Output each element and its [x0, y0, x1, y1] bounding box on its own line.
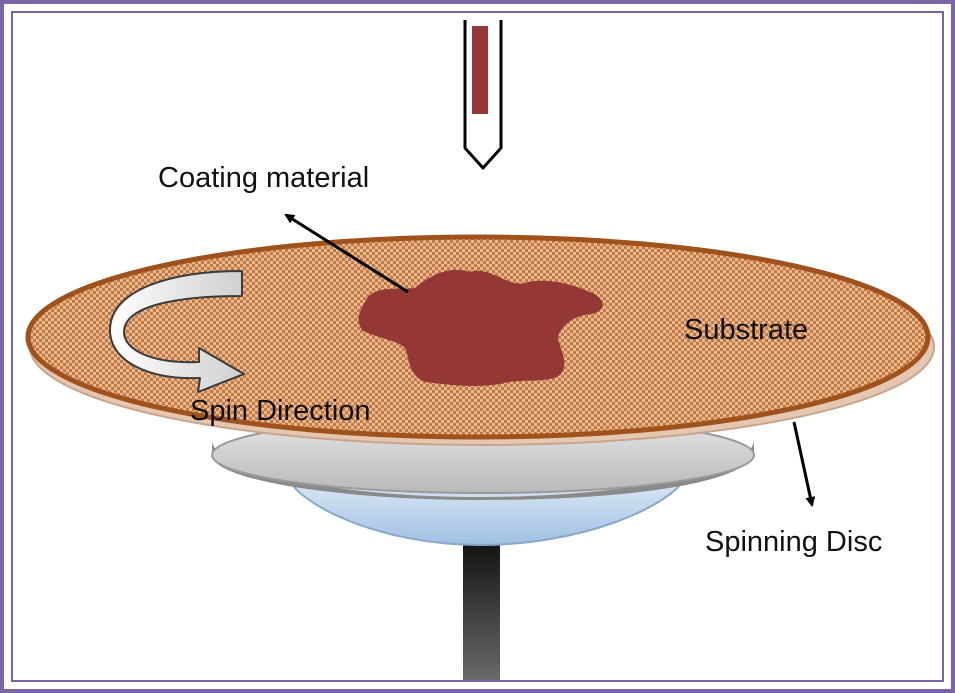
spin-direction-arrow [109, 270, 245, 393]
coating-material-pointer [284, 213, 409, 294]
diagram-frame-inner [11, 11, 944, 682]
coating-material-label: Coating material [158, 162, 369, 194]
pipette-fluid [472, 26, 488, 114]
pipette [463, 20, 503, 170]
spin-direction-label: Spin Direction [190, 395, 371, 427]
spinning-disc-pointer [792, 421, 816, 507]
spinning-disc-label: Spinning Disc [705, 526, 882, 558]
spindle-shaft [463, 540, 500, 680]
substrate-label: Substrate [684, 314, 808, 346]
coating-material-blob [358, 269, 603, 386]
